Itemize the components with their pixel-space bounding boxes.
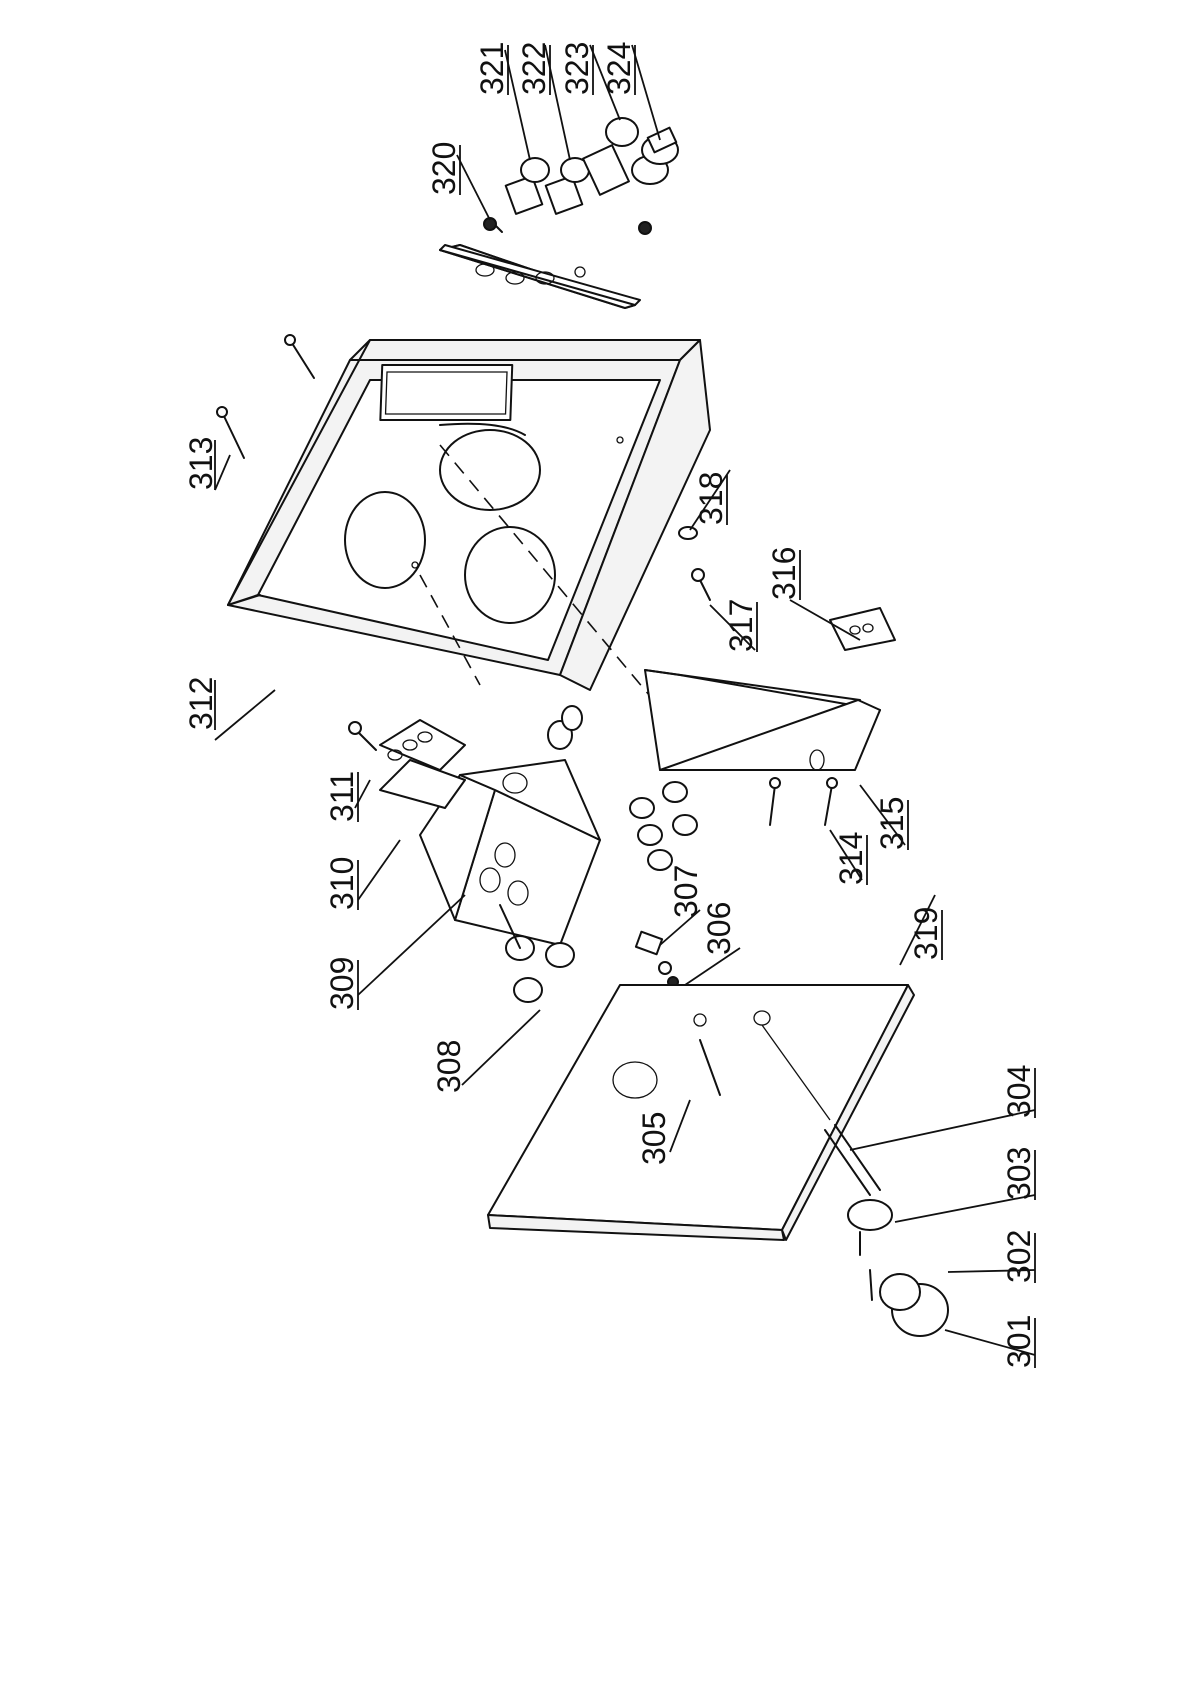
label-321: 321: [474, 42, 510, 95]
label-302: 302: [1001, 1230, 1037, 1283]
parts-307-306: [636, 932, 678, 987]
label-317: 317: [723, 599, 759, 652]
door-panel-319: [488, 985, 914, 1240]
label-311: 311: [324, 771, 360, 822]
cable-gland: [548, 706, 582, 749]
label-324: 324: [601, 42, 637, 95]
label-309: 309: [324, 957, 360, 1010]
handle-assembly: [825, 1125, 948, 1336]
label-301: 301: [1001, 1315, 1037, 1368]
label-303: 303: [1001, 1147, 1037, 1200]
terminal-block-310: [380, 720, 465, 808]
switch-321: [506, 158, 549, 214]
label-310: 310: [324, 857, 360, 910]
label-323: 323: [559, 42, 595, 95]
screw-314: [770, 778, 837, 825]
label-313: 313: [183, 437, 219, 490]
label-318: 318: [693, 472, 729, 525]
label-304: 304: [1001, 1065, 1037, 1118]
label-307: 307: [668, 865, 704, 918]
label-305: 305: [636, 1112, 672, 1165]
label-306: 306: [701, 902, 737, 955]
nut-group: [630, 782, 697, 870]
label-308: 308: [431, 1040, 467, 1093]
screw-320: [484, 218, 651, 234]
bracket-315: [645, 670, 880, 770]
screw-311: [349, 722, 376, 750]
label-315: 315: [874, 797, 910, 850]
screw-313: [217, 335, 314, 458]
switch-323: [583, 118, 638, 195]
label-314: 314: [833, 832, 869, 885]
screw-317-washer-318: [679, 527, 710, 600]
label-322: 322: [516, 42, 552, 95]
switch-322: [546, 158, 589, 214]
enclosure-312: [228, 340, 710, 720]
label-319: 319: [908, 907, 944, 960]
label-320: 320: [426, 142, 462, 195]
label-312: 312: [183, 677, 219, 730]
control-panel-plate: [440, 245, 640, 308]
switch-324: [632, 128, 678, 184]
label-316: 316: [766, 547, 802, 600]
